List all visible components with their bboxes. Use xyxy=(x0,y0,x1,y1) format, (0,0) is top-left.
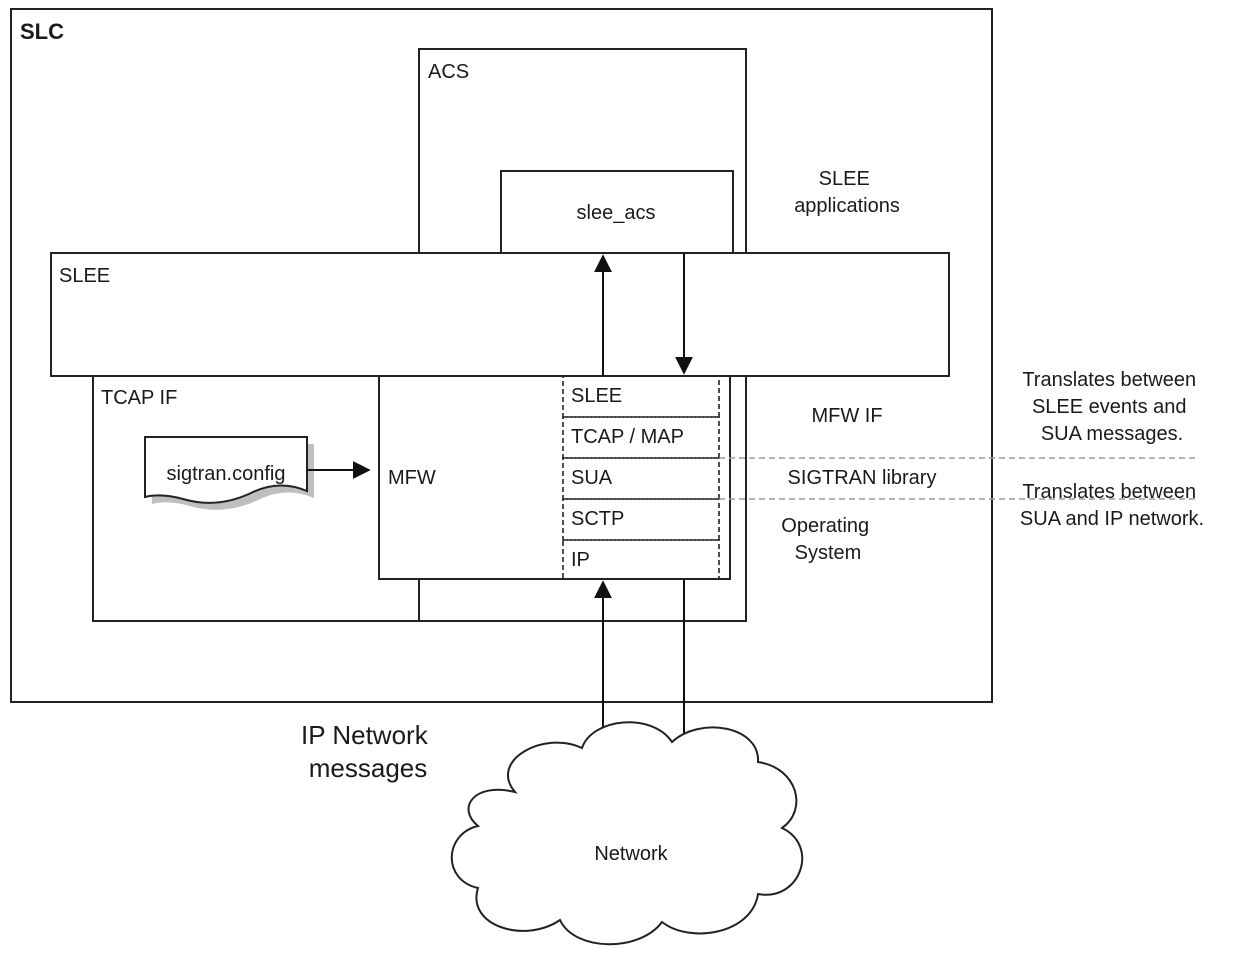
operating-system-label: Operating System xyxy=(781,515,874,564)
stack-label-ip: IP xyxy=(571,549,590,571)
ip-network-messages-label: IP Network messages xyxy=(301,720,435,783)
stack-layer-sua xyxy=(562,457,720,500)
stack-layer-sctp xyxy=(562,498,720,541)
mfw-if-label: MFW IF xyxy=(811,405,882,427)
slc-label: SLC xyxy=(20,19,64,44)
mfw-box xyxy=(378,375,731,580)
acs-label: ACS xyxy=(428,61,469,83)
network-label: Network xyxy=(594,843,668,865)
stack-label-tcap-map: TCAP / MAP xyxy=(571,426,684,448)
stack-layer-slee xyxy=(562,375,720,418)
sigtran-config-document: sigtran.config xyxy=(144,436,314,510)
slee-layer-box xyxy=(50,252,950,377)
stack-label-sctp: SCTP xyxy=(571,508,624,530)
sigtran-library-label: SIGTRAN library xyxy=(788,467,937,489)
sigtran-config-label: sigtran.config xyxy=(167,463,286,485)
stack-layer-ip xyxy=(562,539,720,580)
slee-acs-label: slee_acs xyxy=(577,202,656,224)
stack-label-slee: SLEE xyxy=(571,385,622,407)
tcap-if-label: TCAP IF xyxy=(101,387,177,409)
slee-layer-label: SLEE xyxy=(59,265,110,287)
stack-layer-tcap-map xyxy=(562,416,720,459)
mfw-label: MFW xyxy=(388,467,436,489)
slc-container xyxy=(10,8,993,703)
note-sua-ip: Translates between SUA and IP network. xyxy=(1020,481,1204,530)
protocol-stack: SLEE TCAP / MAP SUA SCTP IP xyxy=(562,375,720,580)
network-cloud: Network xyxy=(450,721,804,946)
note-slee-sua: Translates between SLEE events and SUA m… xyxy=(1022,369,1201,445)
slee-applications-label: SLEE applications xyxy=(794,168,900,217)
stack-label-sua: SUA xyxy=(571,467,613,489)
slee-acs-box xyxy=(500,170,734,254)
